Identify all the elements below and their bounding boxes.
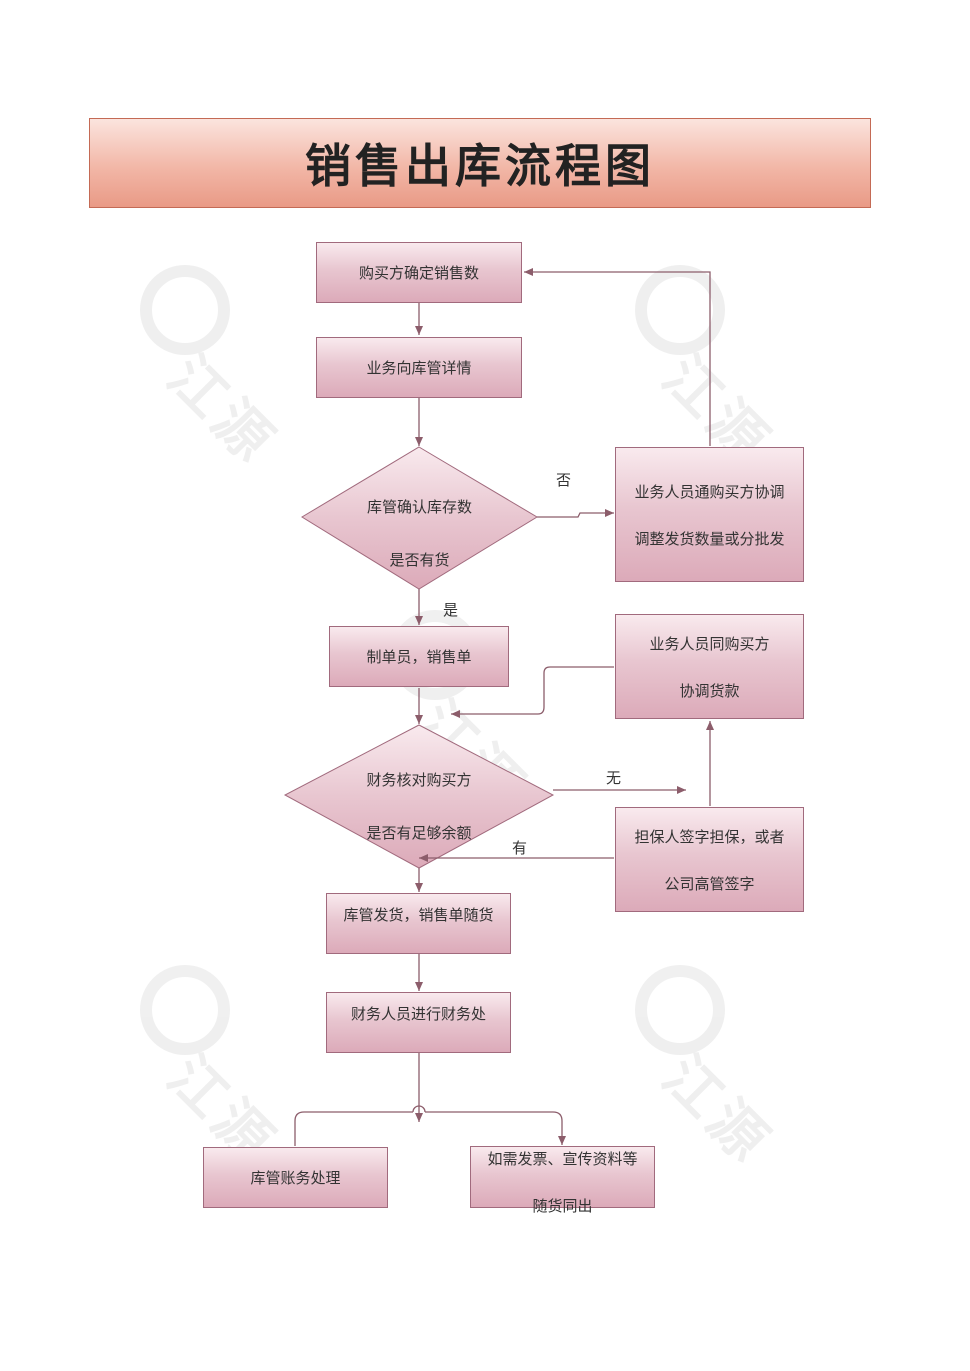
node-label: 库管发货，销售单随货 xyxy=(343,906,494,924)
edge-label-have: 有 xyxy=(512,839,528,857)
stock-check-label: 库管确认库存数 是否有货 xyxy=(366,498,472,569)
node-label: 库管账务处理 xyxy=(250,1169,341,1187)
finance-check-label: 财务核对购买方 是否有足够余额 xyxy=(366,771,472,842)
node-finance-process: 财务人员进行财务处 xyxy=(326,992,511,1053)
edge-label-none: 无 xyxy=(606,769,622,787)
node-label: 如需发票、宣传资料等 xyxy=(487,1150,638,1168)
edge-split-hop xyxy=(412,1105,426,1113)
node-sales-to-warehouse: 业务向库管详情 xyxy=(316,337,522,398)
node-warehouse-accounting: 库管账务处理 xyxy=(203,1147,388,1208)
node-label: 业务向库管详情 xyxy=(366,359,472,377)
node-label: 财务人员进行财务处 xyxy=(350,1005,486,1023)
edge-label-no: 否 xyxy=(556,471,572,489)
edge-label-yes: 是 xyxy=(443,601,459,619)
node-ship-goods: 库管发货，销售单随货 xyxy=(326,893,511,954)
edge-loop-back xyxy=(524,268,711,446)
edge-payment-back xyxy=(451,666,614,718)
node-buyer-confirm: 购买方确定销售数 xyxy=(316,242,522,303)
node-label: 制单员，销售单 xyxy=(366,648,472,666)
node-coordinate: 业务人员通购买方协调 调整发货数量或分批发 xyxy=(615,447,804,582)
node-label: 随货同出 xyxy=(532,1197,593,1215)
title-banner: 销售出库流程图 xyxy=(89,118,871,208)
page-title: 销售出库流程图 xyxy=(305,139,655,193)
node-label: 购买方确定销售数 xyxy=(358,264,479,282)
node-invoice: 如需发票、宣传资料等 随货同出 xyxy=(470,1146,655,1215)
node-label: 协调货款 xyxy=(679,681,740,700)
node-payment-coordinate: 业务人员同购买方 协调货款 xyxy=(615,614,804,719)
edge-split-right xyxy=(425,1111,566,1145)
node-label: 担保人签字担保，或者 xyxy=(634,827,785,846)
node-label: 业务人员通购买方协调 xyxy=(634,482,785,501)
node-order-clerk: 制单员，销售单 xyxy=(329,626,509,687)
edge-split-left xyxy=(294,1111,413,1146)
node-label: 业务人员同购买方 xyxy=(649,634,770,653)
node-label: 调整发货数量或分批发 xyxy=(634,529,785,548)
node-guarantee: 担保人签字担保，或者 公司高管签字 xyxy=(615,807,804,912)
edge-no xyxy=(537,509,614,518)
node-label: 公司高管签字 xyxy=(664,874,755,893)
